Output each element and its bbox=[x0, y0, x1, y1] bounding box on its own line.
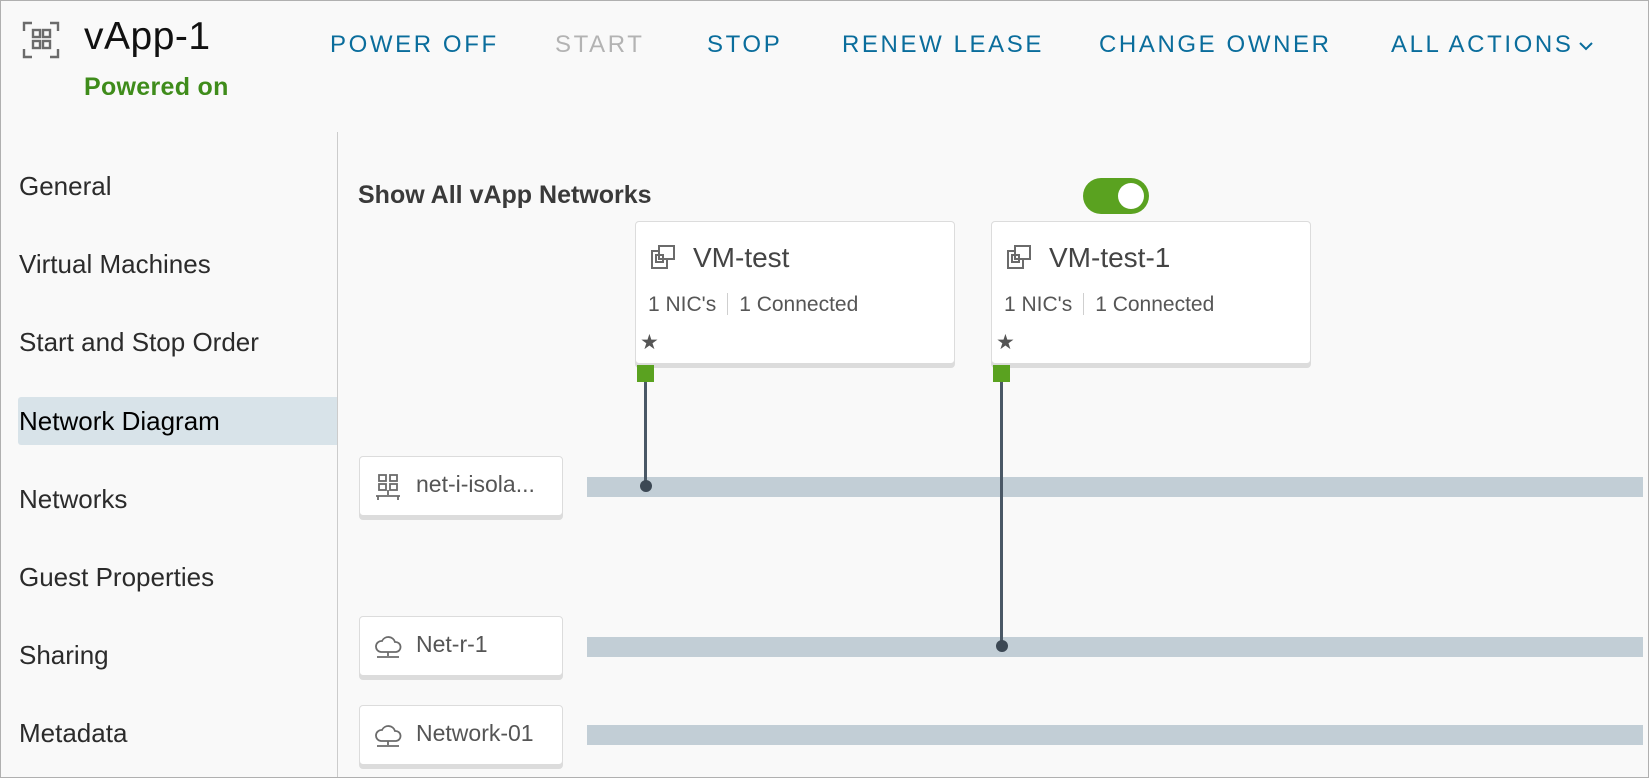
cloud-network-icon bbox=[375, 725, 402, 747]
vm-nic-summary: 1 NIC's 1 Connected bbox=[1004, 293, 1214, 317]
vm-connected-count: 1 Connected bbox=[739, 293, 859, 316]
isolated-network-icon bbox=[376, 474, 400, 500]
connection-wire-vm-test bbox=[644, 379, 647, 486]
vm-icon bbox=[651, 245, 675, 269]
sidebar-item-network-diagram[interactable]: Network Diagram bbox=[18, 397, 337, 445]
all-actions-label: ALL ACTIONS bbox=[1391, 31, 1574, 58]
network-card-net-r-1[interactable]: Net-r-1 bbox=[359, 616, 563, 676]
vm-connected-count: 1 Connected bbox=[1095, 293, 1215, 316]
network-bar-network-01 bbox=[587, 725, 1643, 745]
network-card-net-i-isola[interactable]: net-i-isola... bbox=[359, 456, 563, 516]
vm-nic-count: 1 NIC's bbox=[648, 293, 717, 316]
sidebar-item-start-and-stop-order[interactable]: Start and Stop Order bbox=[19, 327, 259, 357]
nic-port-vm-test[interactable] bbox=[637, 365, 654, 382]
star-icon: ★ bbox=[996, 331, 1015, 354]
vm-name: VM-test-1 bbox=[1049, 242, 1171, 273]
divider bbox=[727, 293, 729, 315]
sidebar-item-general[interactable]: General bbox=[19, 171, 112, 201]
vm-card-vm-test-1[interactable]: VM-test-1 1 NIC's 1 Connected ★ bbox=[991, 221, 1311, 364]
show-all-networks-toggle[interactable] bbox=[1083, 178, 1149, 214]
sidebar-item-networks[interactable]: Networks bbox=[19, 484, 128, 514]
network-name: Network-01 bbox=[416, 720, 534, 746]
cloud-network-icon bbox=[375, 636, 402, 658]
vm-name: VM-test bbox=[693, 242, 790, 273]
sidebar-item-sharing[interactable]: Sharing bbox=[19, 640, 109, 670]
vm-nic-count: 1 NIC's bbox=[1004, 293, 1073, 316]
renew-lease-button[interactable]: RENEW LEASE bbox=[842, 31, 1044, 58]
divider bbox=[1083, 293, 1085, 315]
stop-button[interactable]: STOP bbox=[707, 31, 783, 58]
change-owner-button[interactable]: CHANGE OWNER bbox=[1099, 31, 1332, 58]
connection-point-vm-test-1 bbox=[996, 640, 1008, 652]
sidebar-item-metadata[interactable]: Metadata bbox=[19, 718, 128, 748]
network-bar-net-i-isola bbox=[587, 477, 1643, 497]
sidebar-divider bbox=[337, 132, 338, 777]
chevron-down-icon bbox=[1579, 41, 1594, 51]
network-name: net-i-isola... bbox=[416, 471, 535, 497]
all-actions-button[interactable]: ALL ACTIONS bbox=[1391, 31, 1594, 59]
connection-point-vm-test bbox=[640, 480, 652, 492]
sidebar-item-virtual-machines[interactable]: Virtual Machines bbox=[19, 249, 211, 279]
power-off-button[interactable]: POWER OFF bbox=[330, 31, 499, 58]
page-title: vApp-1 bbox=[84, 15, 211, 58]
show-all-networks-label: Show All vApp Networks bbox=[358, 181, 652, 209]
vm-icon bbox=[1007, 245, 1031, 269]
connection-wire-vm-test-1 bbox=[1000, 379, 1003, 646]
toggle-knob bbox=[1118, 183, 1144, 209]
nic-port-vm-test-1[interactable] bbox=[993, 365, 1010, 382]
sidebar-item-guest-properties[interactable]: Guest Properties bbox=[19, 562, 215, 592]
network-card-network-01[interactable]: Network-01 bbox=[359, 705, 563, 765]
start-button[interactable]: START bbox=[555, 31, 645, 58]
vm-card-vm-test[interactable]: VM-test 1 NIC's 1 Connected ★ bbox=[635, 221, 955, 364]
network-name: Net-r-1 bbox=[416, 631, 488, 657]
power-status: Powered on bbox=[84, 73, 229, 101]
network-bar-net-r-1 bbox=[587, 637, 1643, 657]
vapp-icon bbox=[22, 21, 60, 59]
star-icon: ★ bbox=[640, 331, 659, 354]
vm-nic-summary: 1 NIC's 1 Connected bbox=[648, 293, 858, 317]
